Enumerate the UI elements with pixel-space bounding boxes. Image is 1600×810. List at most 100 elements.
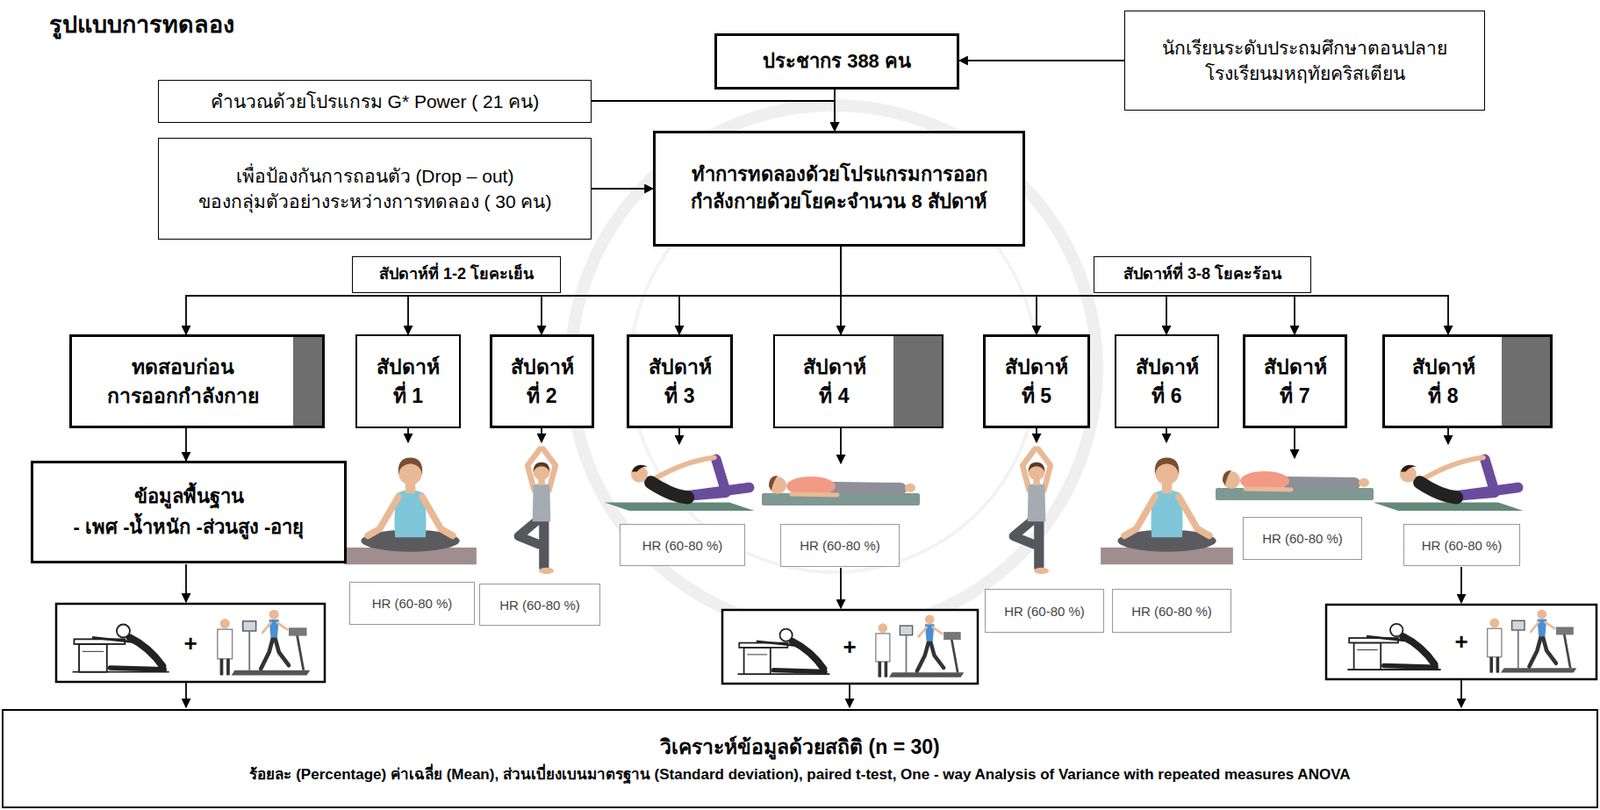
week-box: สัปดาห์ ที่ 1 xyxy=(355,334,461,429)
grey-tab xyxy=(1501,337,1550,426)
flow-arrow xyxy=(679,246,841,335)
node-text: สัปดาห์ ที่ 2 xyxy=(510,352,574,409)
text-line: ของกลุ่มตัวอย่างระหว่างการทดลอง ( 30 คน) xyxy=(198,188,553,215)
week-box: สัปดาห์ ที่ 7 xyxy=(1242,334,1348,429)
node-text: HR (60-80 %) xyxy=(1421,536,1503,555)
node-text: วิเคราะห์ข้อมูลด้วยสถิติ (n = 30) xyxy=(660,732,940,761)
node-text: นักเรียนระดับประถมศึกษาตอนปลาย โรงเรียนม… xyxy=(1162,35,1448,87)
flow-arrow xyxy=(833,89,836,131)
node-text: HR (60-80 %) xyxy=(1004,602,1085,621)
heart-rate-box: HR (60-80 %) xyxy=(619,523,746,567)
node-text: เพื่อป้องกันการถอนตัว (Drop – out) ของกล… xyxy=(198,163,553,216)
text-line: ที่ 7 xyxy=(1279,381,1310,410)
text-line: สัปดาห์ที่ 3-8 โยคะร้อน xyxy=(1123,263,1282,286)
program-box: ทำการทดลองด้วยโปรแกรมการออก กำลังกายด้วย… xyxy=(652,130,1026,247)
heart-rate-box: HR (60-80 %) xyxy=(1242,516,1363,560)
text-line: HR (60-80 %) xyxy=(1421,536,1503,555)
text-line: กำลังกายด้วยโยคะจำนวน 8 สัปดาห์ xyxy=(690,188,987,216)
phase-label: สัปดาห์ที่ 1-2 โยคะเย็น xyxy=(351,256,561,294)
statistics-box: วิเคราะห์ข้อมูลด้วยสถิติ (n = 30) ร้อยละ … xyxy=(1,709,1599,809)
node-text: ข้อมูลพื้นฐาน xyxy=(134,483,244,511)
week-box: สัปดาห์ ที่ 3 xyxy=(626,334,733,429)
node-text: สัปดาห์ ที่ 6 xyxy=(1135,352,1199,409)
text-line: เพื่อป้องกันการถอนตัว (Drop – out) xyxy=(236,163,515,189)
node-text: สัปดาห์ที่ 1-2 โยคะเย็น xyxy=(379,263,534,286)
heart-rate-box: HR (60-80 %) xyxy=(984,588,1105,633)
week-box: สัปดาห์ ที่ 8 xyxy=(1382,334,1553,429)
node-text: ร้อยละ (Percentage) ค่าเฉลี่ย (Mean), ส่… xyxy=(249,764,1350,786)
node-text: ประชากร 388 คน xyxy=(762,48,912,76)
node-text: สัปดาห์ ที่ 7 xyxy=(1263,352,1328,409)
sample-size-box: คำนวณด้วยโปรแกรม G* Power ( 21 คน) xyxy=(157,79,592,123)
node-text: HR (60-80 %) xyxy=(372,594,453,613)
text-line: สัปดาห์ที่ 1-2 โยคะเย็น xyxy=(379,263,534,286)
flow-arrow xyxy=(591,100,835,131)
text-line: HR (60-80 %) xyxy=(642,536,724,555)
week-box: สัปดาห์ ที่ 5 xyxy=(982,334,1091,429)
week-box: สัปดาห์ ที่ 2 xyxy=(489,334,595,429)
text-line: สัปดาห์ xyxy=(803,352,867,381)
text-line: HR (60-80 %) xyxy=(499,595,581,615)
plus-sign: + xyxy=(840,635,858,659)
flow-arrow xyxy=(839,246,842,335)
text-line: HR (60-80 %) xyxy=(372,594,453,613)
baseline-box: ข้อมูลพื้นฐาน - เพศ -น้ำหนัก -ส่วนสูง -อา… xyxy=(30,460,347,564)
text-line: ที่ 8 xyxy=(1427,381,1458,410)
node-text: HR (60-80 %) xyxy=(499,595,581,615)
text-line: ที่ 6 xyxy=(1151,381,1182,410)
plus-sign: + xyxy=(1452,630,1470,653)
grey-tab xyxy=(893,336,942,427)
text-line: คำนวณด้วยโปรแกรม G* Power ( 21 คน) xyxy=(210,88,540,115)
text-line: สัปดาห์ xyxy=(376,352,440,381)
text-line: นักเรียนระดับประถมศึกษาตอนปลาย xyxy=(1162,35,1448,61)
pretest-box: ทดสอบก่อน การออกกำลังกาย xyxy=(69,334,325,429)
node-text: HR (60-80 %) xyxy=(1131,602,1213,621)
text-line: สัปดาห์ xyxy=(510,352,574,381)
text-line: โรงเรียนมหฤทัยคริสเตียน xyxy=(1205,60,1406,87)
text-line: ทดสอบก่อน xyxy=(131,352,235,381)
text-line: ที่ 3 xyxy=(664,381,695,410)
text-line: - เพศ -น้ำหนัก -ส่วนสูง -อายุ xyxy=(73,514,305,542)
plus-sign: + xyxy=(181,631,199,655)
heart-rate-box: HR (60-80 %) xyxy=(349,581,475,625)
flow-arrow xyxy=(186,246,841,335)
flow-arrow xyxy=(959,59,1125,62)
flow-arrow xyxy=(185,428,187,461)
heart-rate-box: HR (60-80 %) xyxy=(1403,523,1521,567)
node-text: คำนวณด้วยโปรแกรม G* Power ( 21 คน) xyxy=(210,88,540,115)
dropout-box: เพื่อป้องกันการถอนตัว (Drop – out) ของกล… xyxy=(157,137,592,240)
flow-arrow xyxy=(840,246,1037,335)
grey-tab xyxy=(293,337,323,426)
flow-arrow xyxy=(840,246,1449,335)
text-line: ที่ 4 xyxy=(818,381,849,410)
node-text: HR (60-80 %) xyxy=(799,536,881,555)
week-box: สัปดาห์ ที่ 6 xyxy=(1114,334,1220,429)
node-text: ทำการทดลองด้วยโปรแกรมการออก กำลังกายด้วย… xyxy=(690,161,987,216)
week-box: สัปดาห์ ที่ 4 xyxy=(773,334,944,429)
text-line: HR (60-80 %) xyxy=(1004,602,1085,621)
diagram-title: รูปแบบการทดลอง xyxy=(49,8,235,43)
node-text: - เพศ -น้ำหนัก -ส่วนสูง -อายุ xyxy=(73,514,305,542)
flow-arrow xyxy=(591,187,653,190)
population-box: ประชากร 388 คน xyxy=(714,33,960,90)
heart-rate-box: HR (60-80 %) xyxy=(479,583,601,626)
node-text: HR (60-80 %) xyxy=(642,536,724,555)
heart-rate-box: HR (60-80 %) xyxy=(1112,588,1232,633)
text-line: ข้อมูลพื้นฐาน xyxy=(134,483,244,511)
node-text: สัปดาห์ ที่ 8 xyxy=(1412,352,1476,409)
text-line: ที่ 1 xyxy=(393,381,424,410)
node-text: HR (60-80 %) xyxy=(1262,529,1343,548)
text-line: HR (60-80 %) xyxy=(1262,529,1343,548)
phase-label: สัปดาห์ที่ 3-8 โยคะร้อน xyxy=(1093,256,1312,294)
text-line: สัปดาห์ xyxy=(648,352,712,381)
text-line: สัปดาห์ xyxy=(1412,352,1476,381)
node-text: สัปดาห์ ที่ 1 xyxy=(376,352,440,409)
node-text: ทดสอบก่อน การออกกำลังกาย xyxy=(107,352,259,409)
text-line: ที่ 2 xyxy=(526,381,557,410)
node-text: สัปดาห์ ที่ 3 xyxy=(648,352,712,409)
flow-arrow xyxy=(541,246,841,335)
text-line: สัปดาห์ xyxy=(1135,352,1199,381)
text-line: การออกกำลังกาย xyxy=(107,381,259,410)
text-line: สัปดาห์ xyxy=(1263,352,1328,381)
text-line: ประชากร 388 คน xyxy=(762,48,912,76)
